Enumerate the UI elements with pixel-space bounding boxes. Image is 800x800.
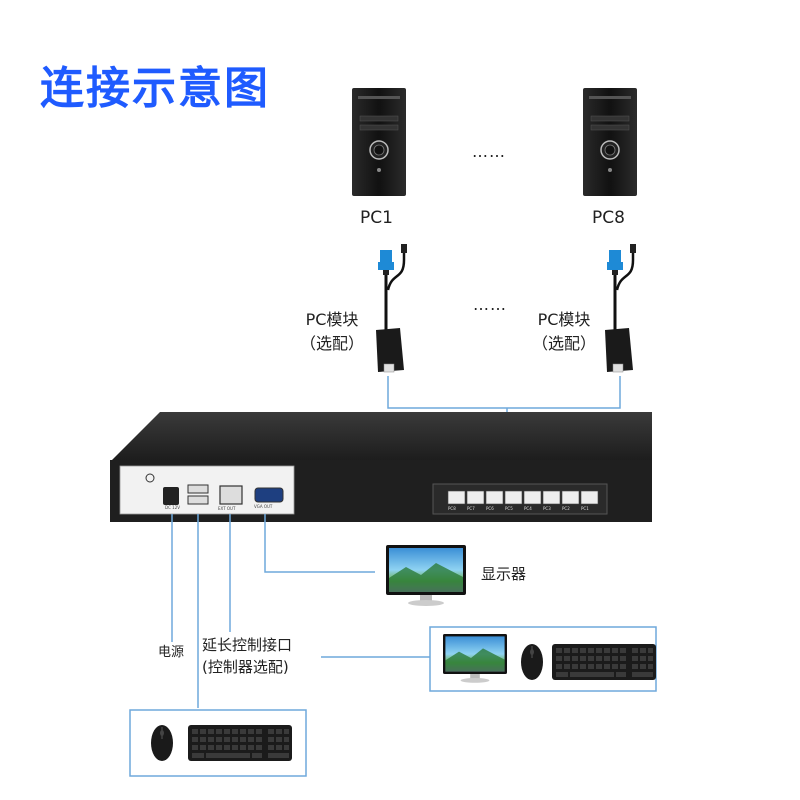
module-label-1-note: （选配） xyxy=(299,334,364,353)
port-label: PC1 xyxy=(581,506,589,511)
extension-label-name: 延长控制接口 xyxy=(202,636,293,654)
extension-label: 延长控制接口 (控制器选配) xyxy=(202,634,326,678)
panel-label-power: DC 12V xyxy=(165,505,180,510)
module-ellipsis: …… xyxy=(473,295,507,314)
module-label-2: PC模块 （选配） xyxy=(524,308,604,356)
module-label-2-name: PC模块 xyxy=(537,310,591,329)
port-label: PC3 xyxy=(543,506,551,511)
tower-pc-icon xyxy=(582,87,638,197)
mouse-icon xyxy=(520,643,544,681)
remote-console-box xyxy=(429,626,657,692)
extension-label-note: (控制器选配) xyxy=(202,658,289,676)
port-label: PC2 xyxy=(562,506,570,511)
pc-label-1: PC1 xyxy=(360,208,393,228)
pc-label-8: PC8 xyxy=(592,208,625,228)
port-label: PC5 xyxy=(505,506,513,511)
vga-module-icon xyxy=(603,242,638,374)
monitor-icon xyxy=(386,545,466,606)
panel-connection-lines xyxy=(171,514,430,708)
panel-label-ext: EXT OUT xyxy=(218,506,236,511)
vga-module-icon xyxy=(374,242,409,374)
kvm-switch-icon xyxy=(110,412,652,522)
keyboard-icon xyxy=(552,644,656,680)
switch-port-labels: PC8 PC7 PC6 PC5 PC4 PC3 PC2 PC1 xyxy=(448,506,600,511)
local-console-box xyxy=(129,709,307,777)
power-label: 电源 xyxy=(158,645,185,660)
port-label: PC7 xyxy=(467,506,475,511)
module-label-1-name: PC模块 xyxy=(305,310,359,329)
tower-pc-icon xyxy=(351,87,407,197)
keyboard-icon xyxy=(188,725,292,761)
pc-ellipsis: …… xyxy=(472,142,506,161)
mouse-icon xyxy=(150,724,174,762)
monitor-icon xyxy=(443,634,507,683)
module-label-2-note: （选配） xyxy=(531,334,596,353)
panel-label-vga: VGA OUT xyxy=(254,504,273,509)
port-label: PC6 xyxy=(486,506,494,511)
monitor-label: 显示器 xyxy=(481,565,527,583)
diagram-title: 连接示意图 xyxy=(40,63,270,114)
module-label-1: PC模块 （选配） xyxy=(292,308,372,356)
port-label: PC4 xyxy=(524,506,532,511)
port-label: PC8 xyxy=(448,506,456,511)
